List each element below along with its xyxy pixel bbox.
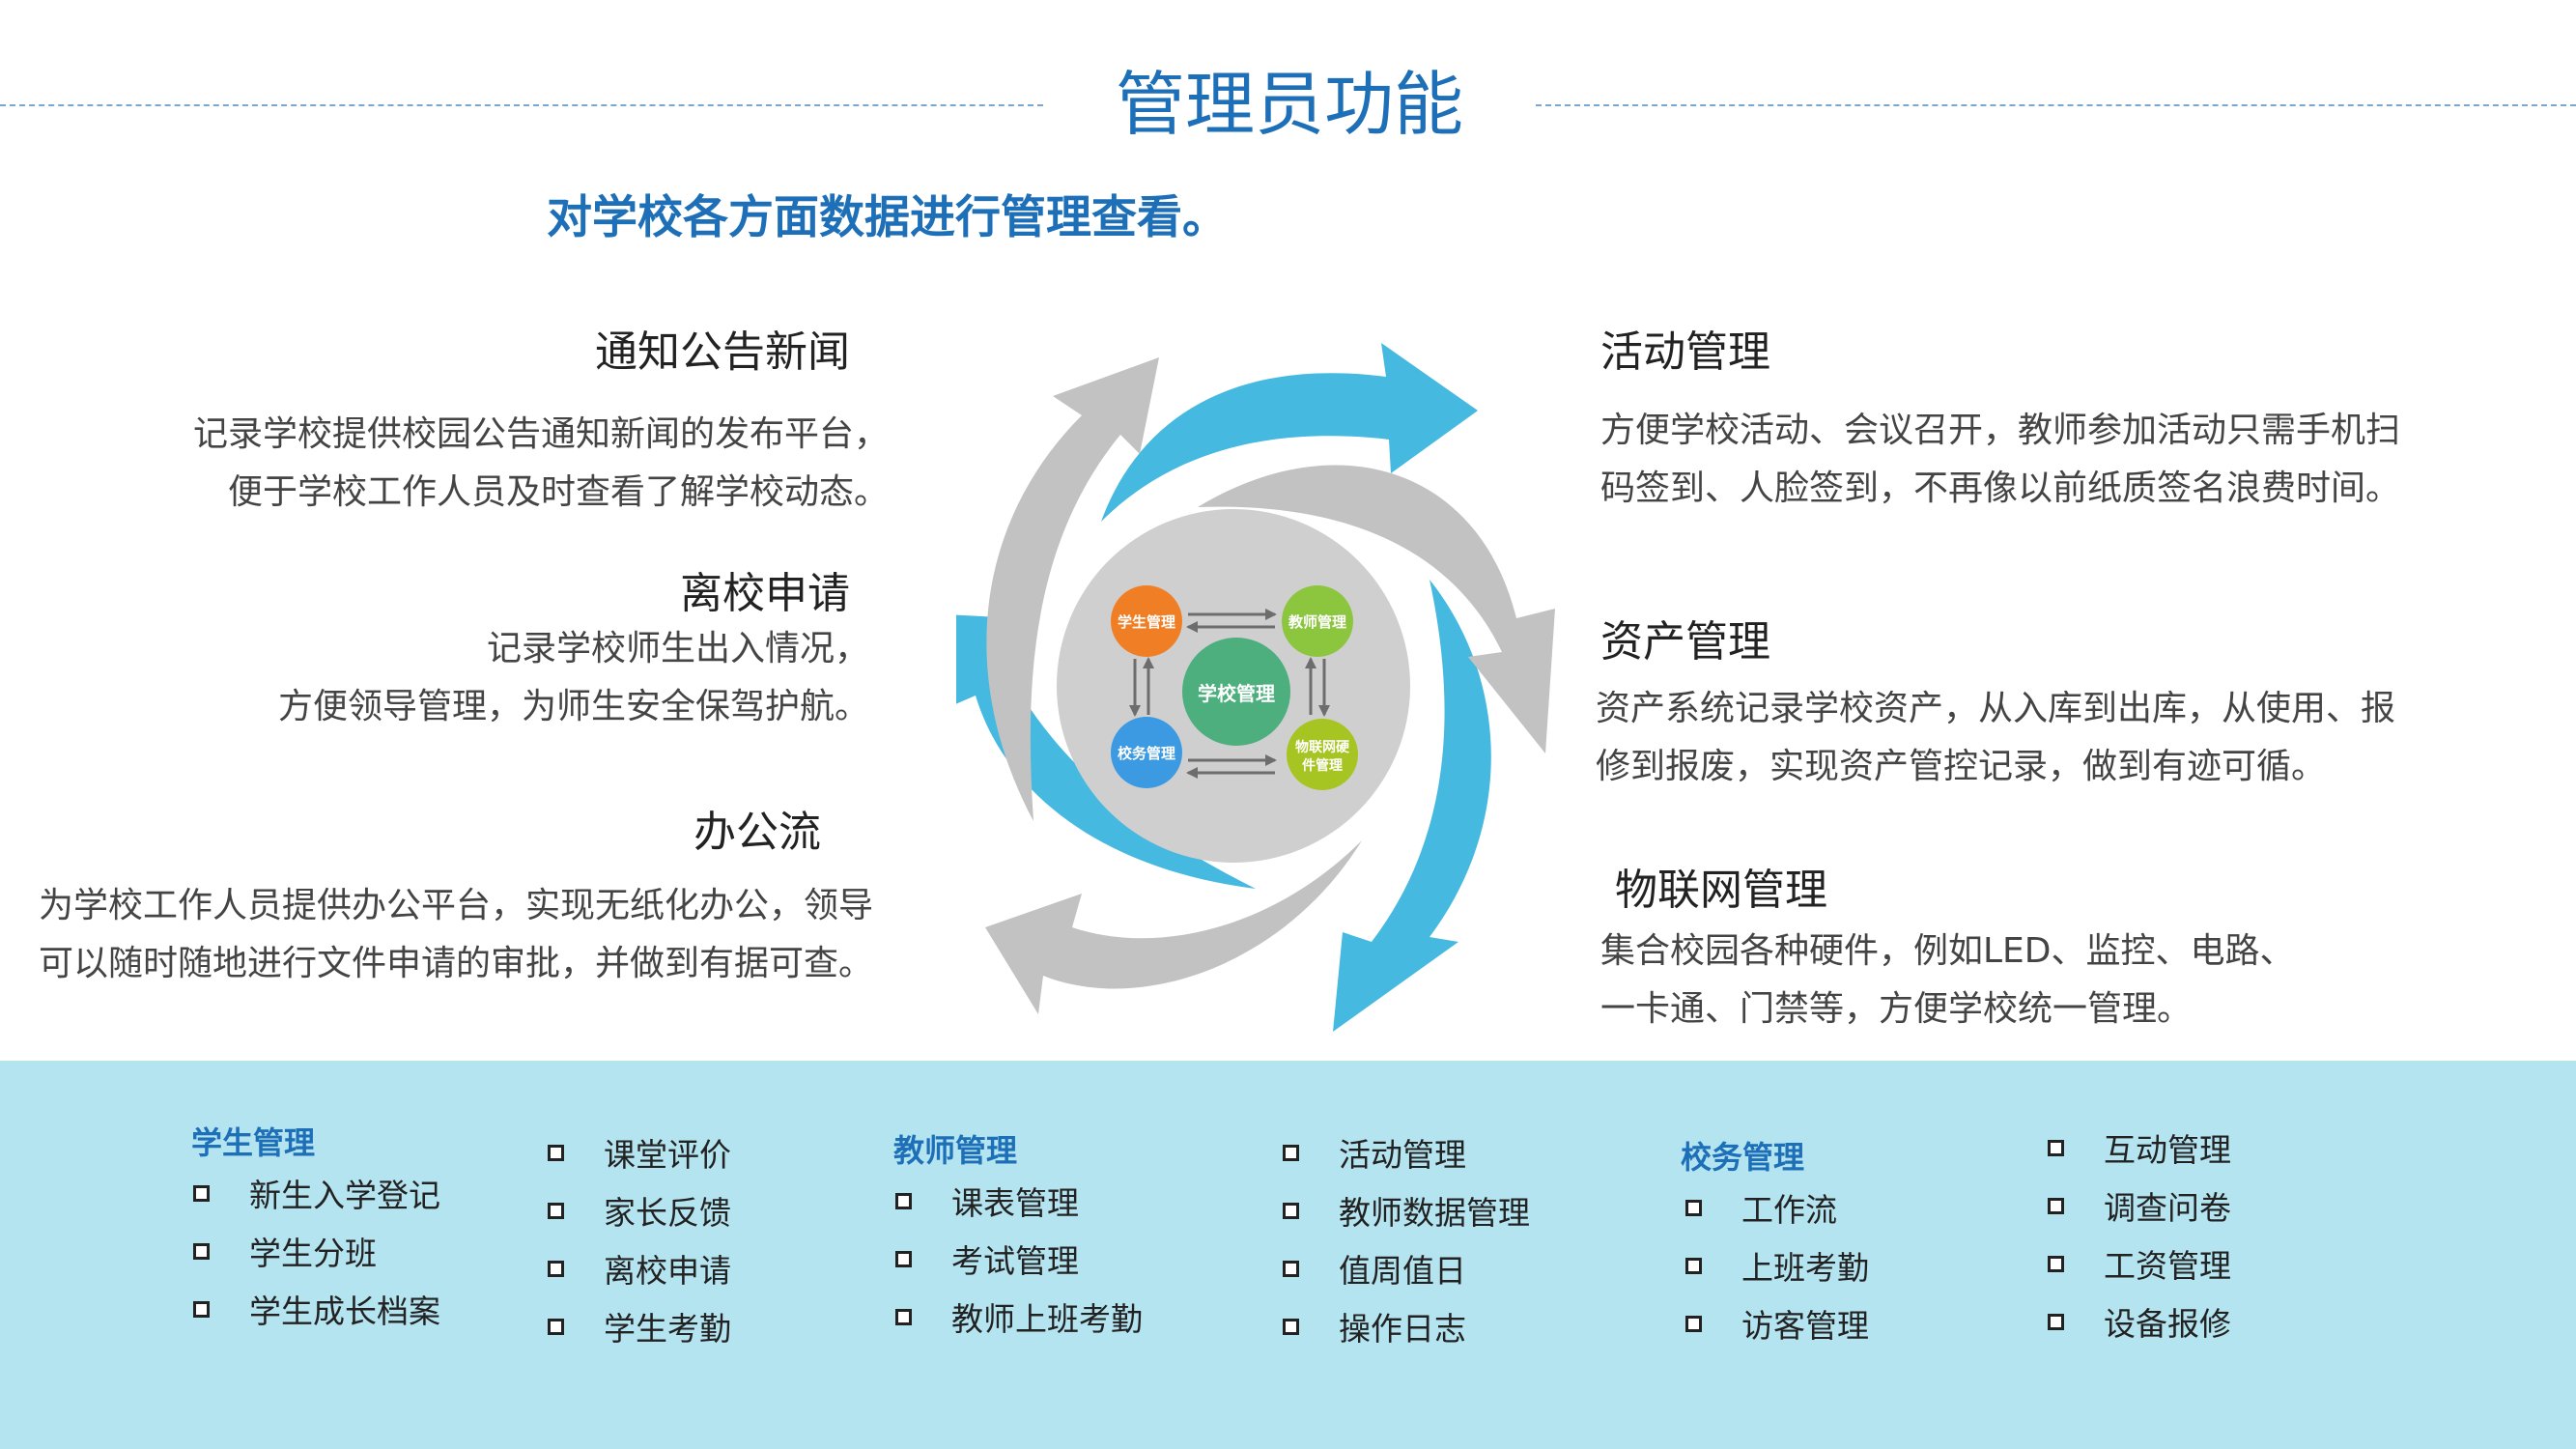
cycle-diagram: 学校管理 学生管理 教师管理 校务管理 物联网硬 件管理 xyxy=(927,338,1594,1043)
office-title: 办公流 xyxy=(694,808,821,857)
center-node xyxy=(1182,638,1290,746)
blue-arrow-right xyxy=(1333,580,1491,1032)
notice-desc-line: 便于学校工作人员及时查看了解学校动态。 xyxy=(227,472,889,512)
page-title: 管理员功能 xyxy=(1043,56,1536,153)
feature-item-label: 学生分班 xyxy=(249,1235,377,1272)
iot-desc: 集合校园各种硬件，例如LED、监控、电路、 一卡通、门禁等，方便学校统一管理。 xyxy=(1600,923,2295,1038)
feature-item-label: 离校申请 xyxy=(604,1252,731,1290)
checkbox-icon[interactable] xyxy=(1685,1258,1702,1274)
cycle-diagram-svg: 学校管理 学生管理 教师管理 校务管理 物联网硬 件管理 xyxy=(927,343,1555,1032)
feature-item-label: 家长反馈 xyxy=(604,1194,731,1232)
leave-title: 离校申请 xyxy=(680,569,850,618)
feature-item-label: 访客管理 xyxy=(1741,1307,1869,1345)
feature-item-label: 互动管理 xyxy=(2104,1131,2231,1169)
checkbox-icon[interactable] xyxy=(1283,1319,1299,1335)
checkbox-icon[interactable] xyxy=(548,1319,564,1335)
feature-item-label: 课堂评价 xyxy=(604,1136,731,1174)
feature-item-label: 新生入学登记 xyxy=(249,1177,440,1214)
node-iot-label-line1: 物联网硬 xyxy=(1295,739,1350,755)
feature-item-label: 考试管理 xyxy=(951,1242,1079,1280)
node-student-label: 学生管理 xyxy=(1118,613,1175,631)
node-student xyxy=(1111,585,1182,657)
node-iot-label-line2: 件管理 xyxy=(1302,757,1343,774)
checkbox-icon[interactable] xyxy=(193,1301,210,1318)
feature-item-label: 工资管理 xyxy=(2104,1247,2231,1285)
title-divider-right xyxy=(1536,104,2576,106)
checkbox-icon[interactable] xyxy=(895,1193,912,1209)
checkbox-icon[interactable] xyxy=(1685,1316,1702,1332)
feature-item-label: 学生成长档案 xyxy=(249,1293,440,1330)
asset-desc-line: 资产系统记录学校资产，从入库到出库，从使用、报 xyxy=(1596,689,2396,728)
checkbox-icon[interactable] xyxy=(2048,1198,2064,1214)
checkbox-icon[interactable] xyxy=(548,1203,564,1219)
notice-desc: 记录学校提供校园公告通知新闻的发布平台， 便于学校工作人员及时查看了解学校动态。 xyxy=(77,406,889,522)
checkbox-icon[interactable] xyxy=(548,1261,564,1277)
feature-item-label: 设备报修 xyxy=(2104,1305,2231,1343)
affairs-heading: 校务管理 xyxy=(1681,1139,1805,1176)
checkbox-icon[interactable] xyxy=(193,1243,210,1260)
gray-arrow-bottom xyxy=(985,840,1362,1014)
leave-desc: 记录学校师生出入情况， 方便领导管理，为师生安全保驾护航。 xyxy=(77,620,869,736)
connector-arrowheads xyxy=(1129,609,1330,779)
activity-desc-line: 方便学校活动、会议召开，教师参加活动只需手机扫 xyxy=(1600,411,2401,450)
blue-arrow-top xyxy=(1101,343,1478,522)
feature-item-label: 教师数据管理 xyxy=(1339,1194,1530,1232)
node-teacher-label: 教师管理 xyxy=(1288,613,1346,631)
asset-title: 资产管理 xyxy=(1600,617,1770,667)
gray-arrow-topleft xyxy=(986,357,1159,821)
feature-band: 学生管理 新生入学登记 学生分班 学生成长档案 课堂评价 家长反馈 离校申请 学… xyxy=(0,1061,2576,1449)
checkbox-icon[interactable] xyxy=(1685,1200,1702,1216)
iot-desc-line: 集合校园各种硬件，例如LED、监控、电路、 xyxy=(1600,931,2295,971)
node-iot xyxy=(1287,719,1358,790)
checkbox-icon[interactable] xyxy=(1283,1261,1299,1277)
activity-desc-line: 码签到、人脸签到，不再像以前纸质签名浪费时间。 xyxy=(1600,469,2401,508)
asset-desc-line: 修到报废，实现资产管控记录，做到有迹可循。 xyxy=(1596,747,2327,786)
center-node-label: 学校管理 xyxy=(1198,682,1275,705)
checkbox-icon[interactable] xyxy=(2048,1140,2064,1156)
asset-desc: 资产系统记录学校资产，从入库到出库，从使用、报 修到报废，实现资产管控记录，做到… xyxy=(1596,680,2395,796)
node-affairs-label: 校务管理 xyxy=(1118,745,1175,762)
office-desc-line: 可以随时随地进行文件申请的审批，并做到有据可查。 xyxy=(39,944,874,983)
office-desc: 为学校工作人员提供办公平台，实现无纸化办公，领导 可以随时随地进行文件申请的审批… xyxy=(39,877,966,993)
title-divider-left xyxy=(0,104,1043,106)
checkbox-icon[interactable] xyxy=(895,1251,912,1267)
feature-item-label: 学生考勤 xyxy=(604,1310,731,1348)
checkbox-icon[interactable] xyxy=(1283,1203,1299,1219)
student-heading: 学生管理 xyxy=(191,1124,316,1161)
activity-title: 活动管理 xyxy=(1600,327,1770,377)
gray-arrow-right xyxy=(1198,465,1555,753)
checkbox-icon[interactable] xyxy=(1283,1145,1299,1161)
checkbox-icon[interactable] xyxy=(548,1145,564,1161)
node-affairs xyxy=(1111,717,1182,788)
feature-item-label: 上班考勤 xyxy=(1741,1249,1869,1287)
checkbox-icon[interactable] xyxy=(2048,1314,2064,1330)
checkbox-icon[interactable] xyxy=(2048,1256,2064,1272)
feature-item-label: 工作流 xyxy=(1741,1191,1837,1229)
leave-desc-line: 方便领导管理，为师生安全保驾护航。 xyxy=(277,687,869,726)
notice-title: 通知公告新闻 xyxy=(595,327,850,377)
feature-item-label: 教师上班考勤 xyxy=(951,1300,1143,1338)
feature-item-label: 课表管理 xyxy=(951,1184,1079,1222)
node-teacher xyxy=(1282,585,1353,657)
feature-item-label: 值周值日 xyxy=(1339,1252,1466,1290)
checkbox-icon[interactable] xyxy=(193,1185,210,1202)
leave-desc-line: 记录学校师生出入情况， xyxy=(486,629,869,668)
iot-desc-line: 一卡通、门禁等，方便学校统一管理。 xyxy=(1600,989,2193,1029)
notice-desc-line: 记录学校提供校园公告通知新闻的发布平台， xyxy=(192,414,889,454)
feature-item-label: 活动管理 xyxy=(1339,1136,1466,1174)
teacher-heading: 教师管理 xyxy=(893,1132,1018,1169)
page-subtitle: 对学校各方面数据进行管理查看。 xyxy=(547,191,1228,244)
office-desc-line: 为学校工作人员提供办公平台，实现无纸化办公，领导 xyxy=(39,886,874,925)
checkbox-icon[interactable] xyxy=(895,1309,912,1325)
feature-item-label: 调查问卷 xyxy=(2104,1189,2231,1227)
feature-item-label: 操作日志 xyxy=(1339,1310,1466,1348)
iot-title: 物联网管理 xyxy=(1615,866,1827,915)
activity-desc: 方便学校活动、会议召开，教师参加活动只需手机扫 码签到、人脸签到，不再像以前纸质… xyxy=(1600,402,2400,518)
